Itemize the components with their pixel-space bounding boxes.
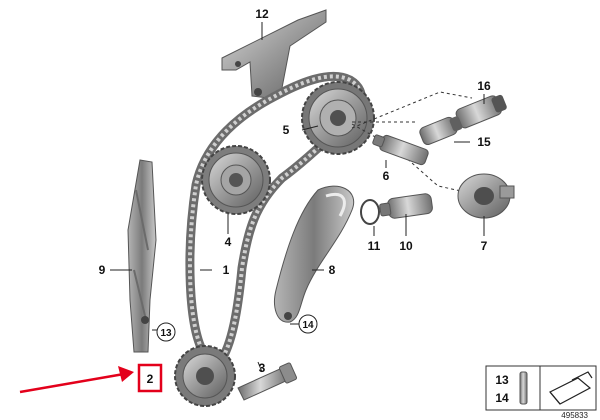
label-part-4: 4 [225,235,232,249]
label-part-6: 6 [383,169,390,183]
valve-15 [419,116,463,146]
solenoid-valve-16 [455,94,507,129]
vanos-cover-7 [457,173,515,219]
legend-label-13: 13 [495,373,509,387]
assembly-axis-lines [351,91,476,195]
label-part-8: 8 [329,263,336,277]
sealing-ring [360,199,380,225]
label-part-11: 11 [368,239,381,253]
legend-bolt-icon [519,371,528,405]
intake-camshaft-adjuster [301,81,375,155]
label-part-10: 10 [399,239,413,253]
chain-tensioner [379,193,433,219]
legend-label-14: 14 [495,391,509,405]
catalog-number: 495833 [561,411,588,420]
tensioner-rail [127,159,157,353]
label-part-5: 5 [283,123,290,137]
label-part-9: 9 [99,263,106,277]
legend-screw-icon [549,371,593,405]
label-part-7: 7 [481,239,488,253]
legend-box: 13 14 [485,365,597,411]
label-part-2: 2 [147,372,154,386]
label-part-15: 15 [477,135,491,149]
label-part-12: 12 [255,7,269,21]
label-part-3: 3 [259,361,266,375]
label-part-16: 16 [477,79,491,93]
circled-ref-14: 14 [298,314,318,334]
central-bolt [237,362,298,401]
central-valve-6 [372,134,429,166]
label-part-1: 1 [223,263,230,277]
svg-text:13: 13 [160,328,172,339]
exhaust-camshaft-sprocket [201,145,271,215]
circled-ref-13: 13 [156,322,176,342]
leader-lines [110,22,485,373]
svg-text:14: 14 [302,320,314,331]
crankshaft-sprocket [174,345,236,407]
red-pointer-arrow [19,366,134,394]
guide-rail [274,185,355,323]
highlighted-part-2: 2 [137,363,163,393]
